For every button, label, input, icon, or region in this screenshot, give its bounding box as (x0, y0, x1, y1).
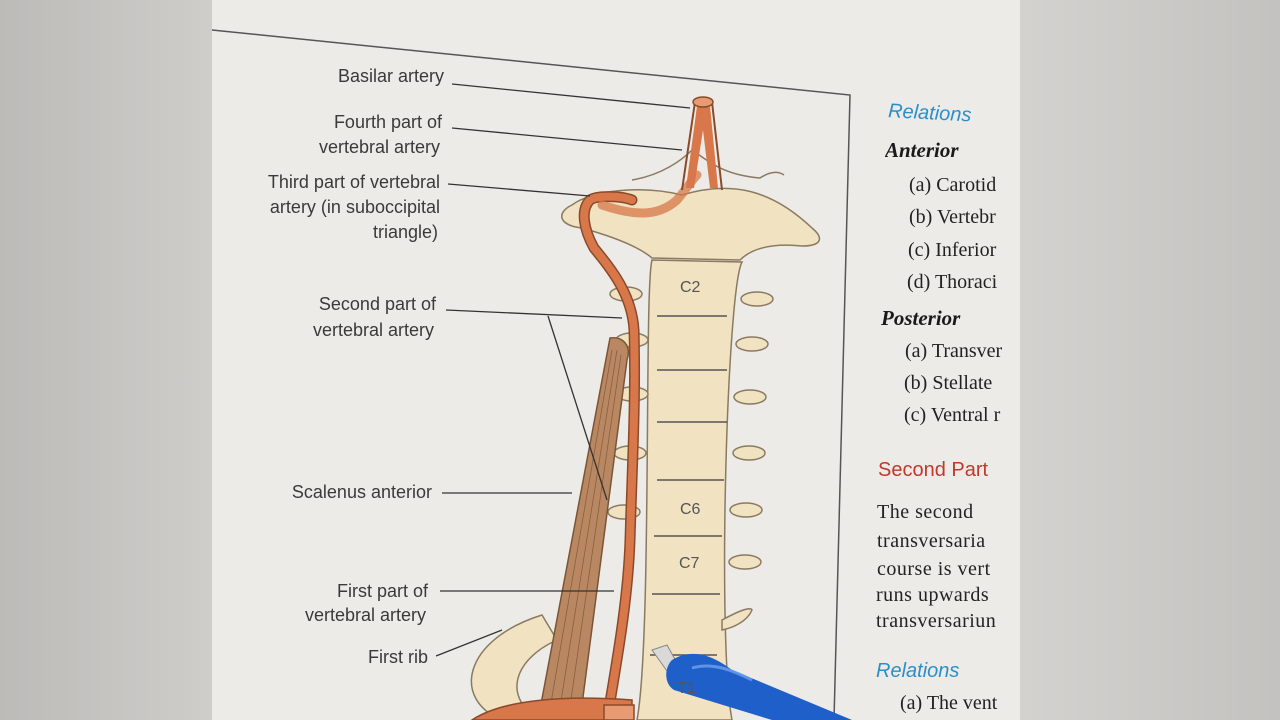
paragraph-line-1: The second (877, 501, 1020, 524)
label-basilar-artery: Basilar artery (232, 64, 444, 88)
vertebra-c7: C7 (679, 555, 699, 573)
label-fourth-part-line1: Fourth part of (232, 110, 442, 134)
posterior-item-a: (a) Transver (905, 340, 1020, 363)
paragraph-line-2: transversaria (877, 530, 1020, 553)
heading-anterior: Anterior (885, 138, 1020, 163)
relations-item-a: (a) The vent (900, 692, 1020, 715)
label-third-part-line2: artery (in suboccipital (212, 195, 440, 219)
label-first-part-line1: First part of (232, 579, 428, 603)
vertebra-t1: T1 (677, 680, 696, 698)
vertebra-c2: C2 (680, 279, 700, 297)
paragraph-line-3: course is vert (877, 558, 1020, 581)
label-second-part-line2: vertebral artery (232, 318, 434, 342)
anterior-item-c: (c) Inferior (908, 239, 1020, 262)
label-first-part-line2: vertebral artery (232, 603, 426, 627)
label-scalenus-anterior: Scalenus anterior (232, 480, 432, 504)
basilar-artery-top (693, 97, 713, 107)
background-right (1020, 0, 1280, 720)
heading-posterior: Posterior (881, 306, 1020, 331)
label-second-part-line1: Second part of (232, 292, 436, 316)
background-left (0, 0, 212, 720)
vertebra-c6: C6 (680, 501, 700, 519)
label-third-part-line3: triangle) (212, 220, 438, 244)
heading-second-part: Second Part (878, 459, 1020, 482)
anterior-item-d: (d) Thoraci (907, 271, 1020, 294)
label-first-rib: First rib (232, 645, 428, 669)
posterior-item-b: (b) Stellate (904, 372, 1020, 395)
paragraph-line-5: transversariun (876, 610, 1020, 633)
posterior-item-c: (c) Ventral r (904, 404, 1020, 427)
anterior-item-b: (b) Vertebr (909, 206, 1020, 229)
artery-origin (604, 705, 634, 720)
label-fourth-part-line2: vertebral artery (232, 135, 440, 159)
heading-relations-2: Relations (876, 660, 1020, 683)
label-third-part-line1: Third part of vertebral (212, 170, 440, 194)
anterior-item-a: (a) Carotid (909, 174, 1020, 197)
paragraph-line-4: runs upwards (876, 584, 1020, 607)
book-page: Basilar artery Fourth part of vertebral … (212, 0, 1020, 720)
